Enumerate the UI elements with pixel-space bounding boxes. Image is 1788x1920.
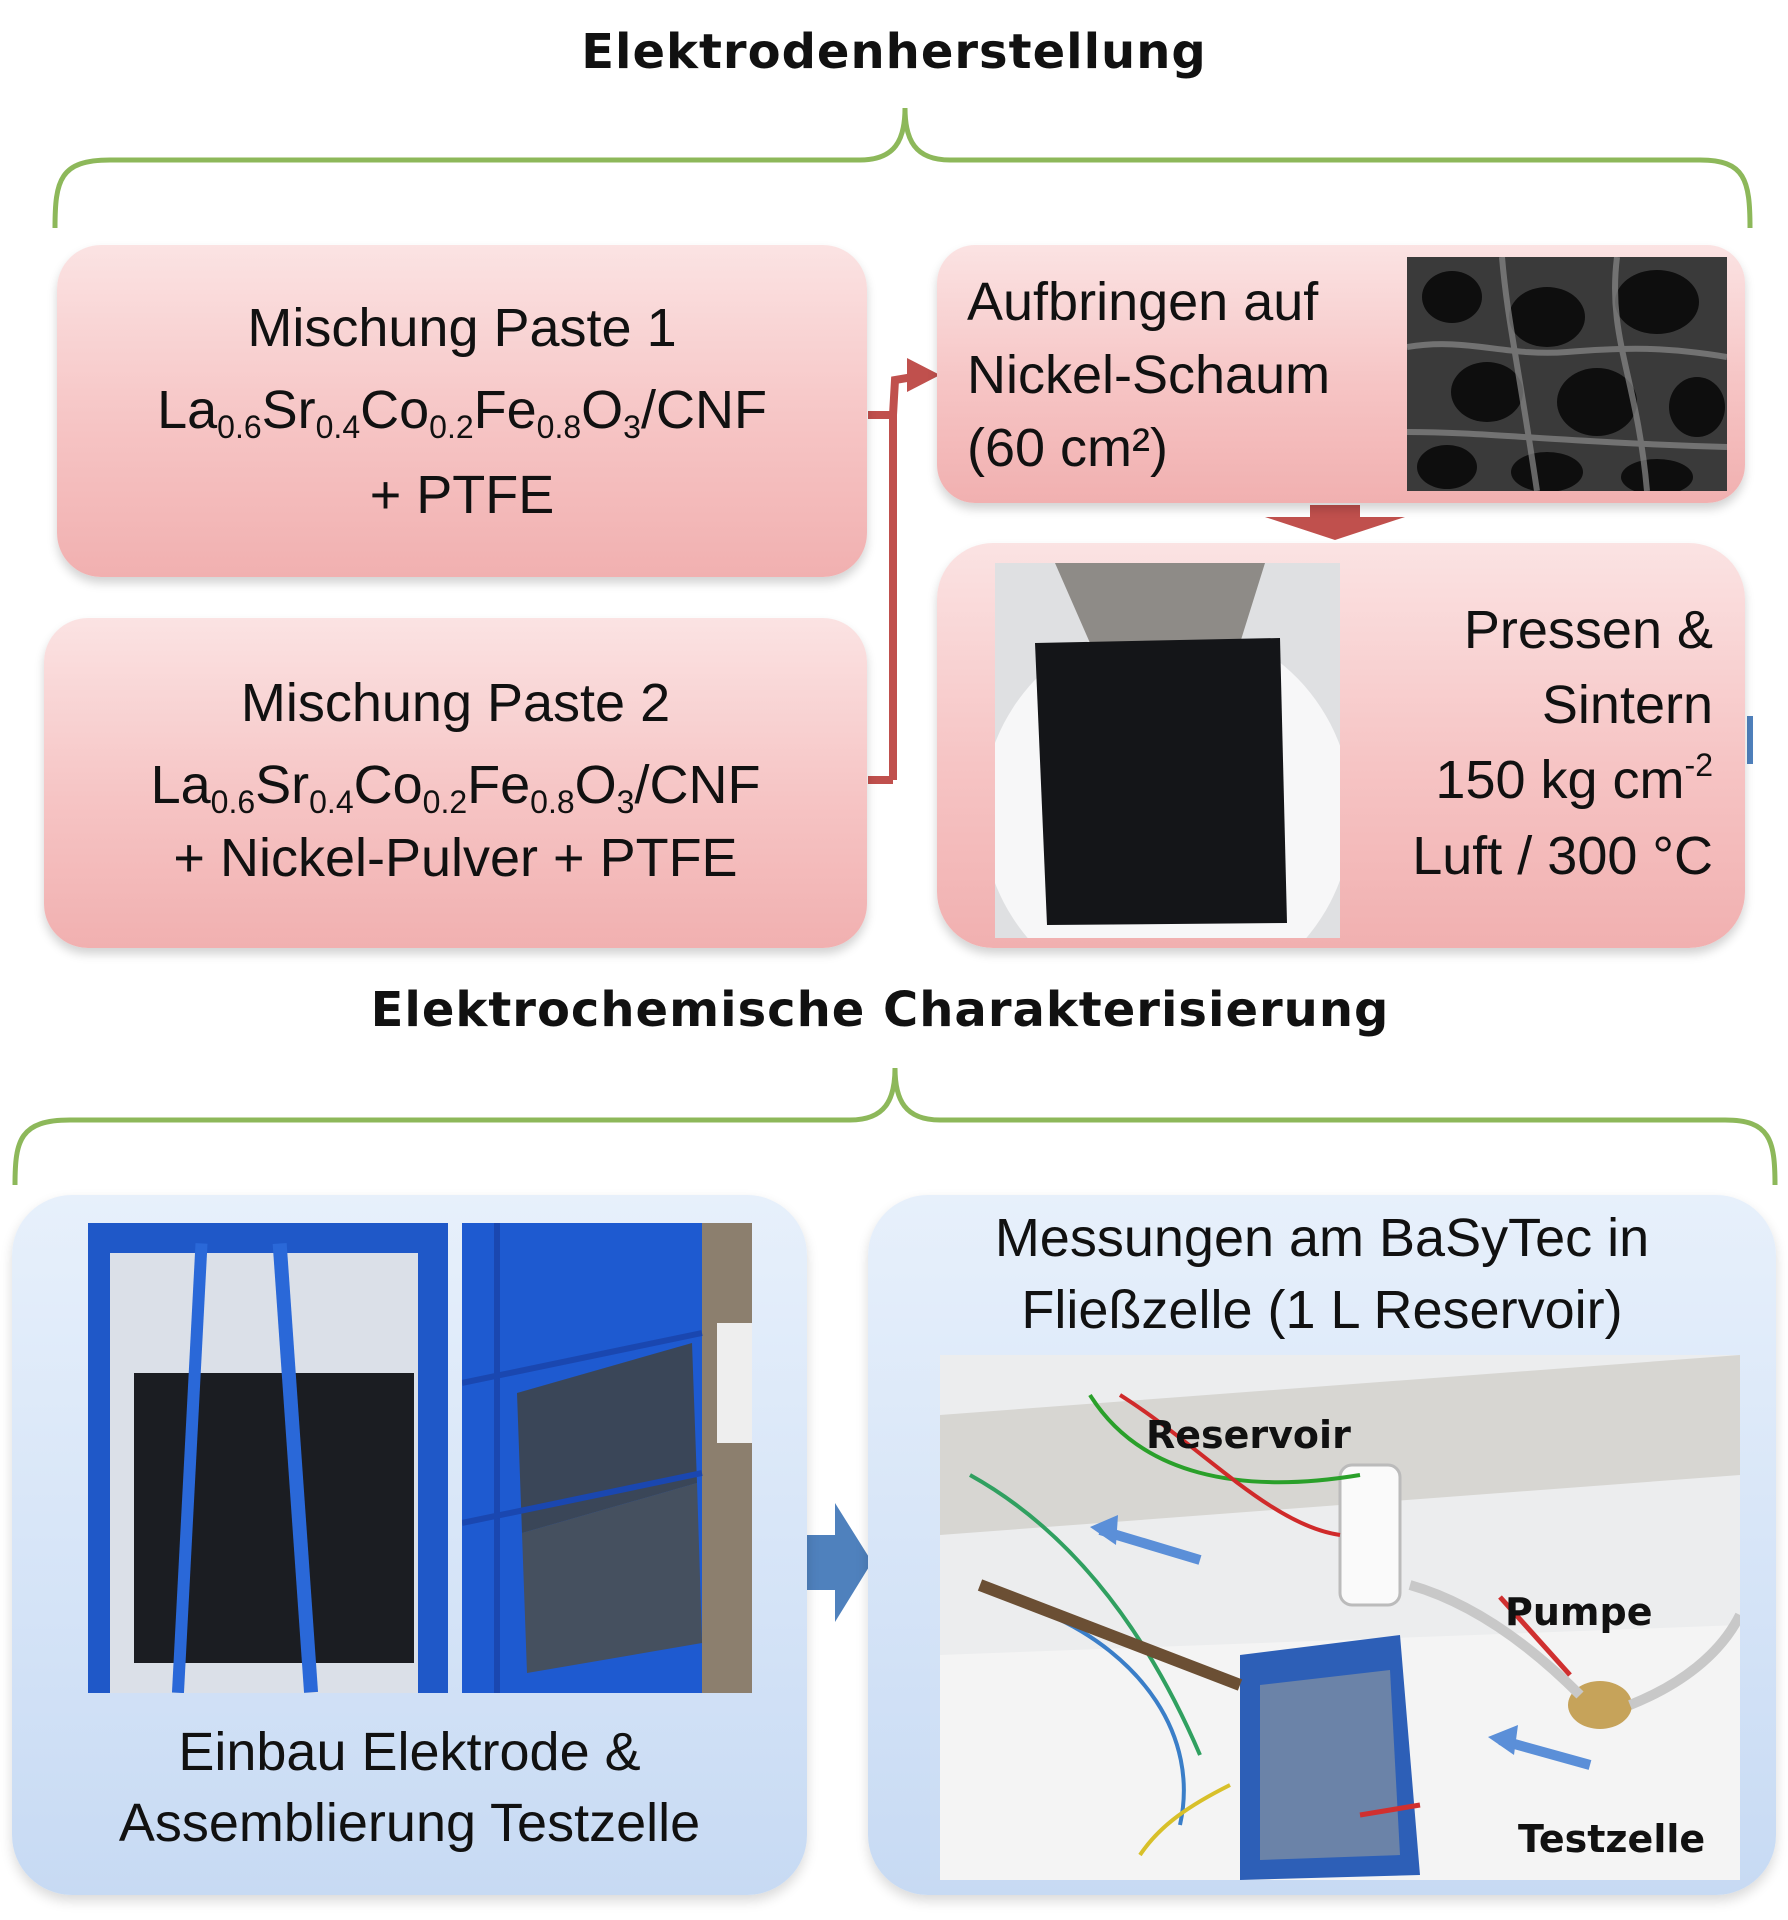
- paste1-additive: + PTFE: [369, 465, 555, 525]
- connector-arrowhead: [907, 358, 940, 392]
- pressing-title1: Pressen &: [1463, 600, 1713, 660]
- paste2-box: Mischung Paste 2 La0.6Sr0.4Co0.2Fe0.8O3/…: [44, 618, 867, 948]
- assembly-drawing-1: [88, 1223, 448, 1693]
- paste1-title: Mischung Paste 1: [247, 298, 677, 358]
- label-testcell: Testzelle: [1518, 1817, 1706, 1861]
- coating-box: Aufbringen auf Nickel-Schaum (60 cm²): [937, 245, 1745, 503]
- measurement-title1: Messungen am BaSyTec in: [994, 1208, 1650, 1268]
- measurement-box: Messungen am BaSyTec in Fließzelle (1 L …: [868, 1195, 1776, 1895]
- brace-production: [52, 107, 1753, 229]
- section-title-characterization: Elektrochemische Charakterisierung: [370, 982, 1390, 1038]
- connector-vertical: [889, 371, 926, 780]
- flow-cell-photo: [940, 1355, 1740, 1880]
- measurement-title2: Fließzelle (1 L Reservoir): [1021, 1280, 1623, 1340]
- down-arrow: [1265, 505, 1405, 540]
- paste1-formula: La0.6Sr0.4Co0.2Fe0.8O3/CNF: [157, 380, 767, 445]
- blue-marker: [1747, 716, 1753, 764]
- coating-line3: (60 cm²): [967, 418, 1168, 478]
- label-pump: Pumpe: [1505, 1590, 1653, 1634]
- assembly-drawing-2: [462, 1223, 752, 1693]
- assembly-line2: Assemblierung Testzelle: [118, 1793, 701, 1853]
- paste2-additive: + Nickel-Pulver + PTFE: [173, 828, 738, 888]
- assembly-box: Einbau Elektrode & Assemblierung Testzel…: [12, 1195, 807, 1895]
- flow-arrow: [805, 1503, 872, 1622]
- electrode-drawing: [995, 563, 1340, 938]
- pressing-condition: Luft / 300 °C: [1412, 826, 1713, 886]
- paste2-formula: La0.6Sr0.4Co0.2Fe0.8O3/CNF: [150, 755, 761, 820]
- brace-characterization: [12, 1067, 1778, 1186]
- cell-assembly-photo-1: [88, 1223, 448, 1693]
- pressing-box: Pressen & Sintern 150 kg cm-2 Luft / 300…: [937, 543, 1745, 948]
- foam-texture: [1407, 257, 1727, 491]
- flow-cell-drawing: [940, 1355, 1740, 1880]
- pressing-title2: Sintern: [1541, 675, 1713, 735]
- cell-assembly-photo-2: [462, 1223, 752, 1693]
- coating-line2: Nickel-Schaum: [967, 345, 1331, 405]
- paste1-box: Mischung Paste 1 La0.6Sr0.4Co0.2Fe0.8O3/…: [57, 245, 867, 577]
- assembly-line1: Einbau Elektrode &: [178, 1722, 641, 1782]
- electrode-photo: [995, 563, 1340, 938]
- nickel-foam-sem-image: [1407, 257, 1727, 491]
- section-title-production: Elektrodenherstellung: [581, 24, 1207, 80]
- pressing-pressure: 150 kg cm-2: [1435, 747, 1713, 810]
- coating-line1: Aufbringen auf: [967, 272, 1319, 332]
- paste2-title: Mischung Paste 2: [240, 673, 671, 733]
- label-reservoir: Reservoir: [1146, 1413, 1351, 1457]
